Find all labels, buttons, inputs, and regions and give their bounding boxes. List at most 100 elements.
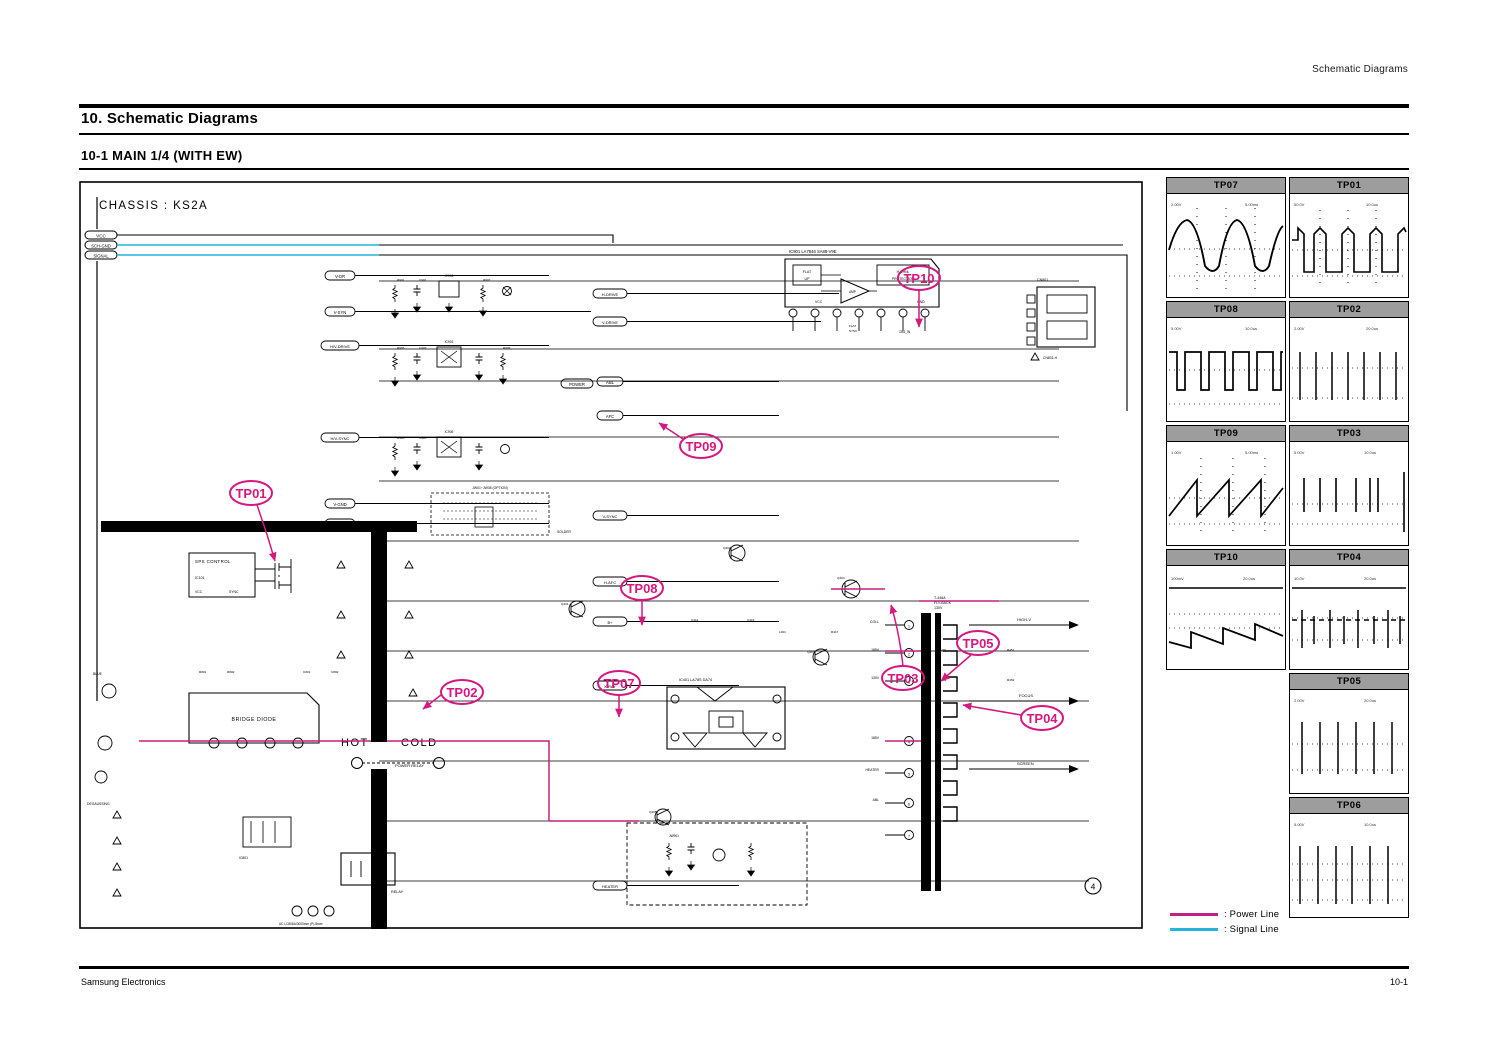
- svg-text:1: 1: [908, 625, 910, 629]
- svg-text:R905: R905: [397, 436, 405, 440]
- svg-text:20.0us: 20.0us: [1366, 326, 1378, 331]
- svg-text:B+: B+: [607, 620, 613, 625]
- svg-text:2: 2: [908, 653, 910, 657]
- svg-text:V-DR: V-DR: [335, 274, 345, 279]
- waveform-title-tp01: TP01: [1289, 177, 1409, 194]
- hot-label: HOT: [341, 737, 369, 749]
- svg-text:4: 4: [1091, 882, 1096, 892]
- svg-text:5.00ms: 5.00ms: [1245, 202, 1258, 207]
- sps-control-block: SPS CONTROL IC101 VCC SYNC 1 2 IC011 ALD…: [188, 552, 292, 598]
- waveform-title-tp07: TP07: [1166, 177, 1286, 194]
- output-label-screen: SCREEN: [1017, 761, 1034, 766]
- waveform-title-tp08: TP08: [1166, 301, 1286, 318]
- svg-text:20.0us: 20.0us: [1364, 698, 1376, 703]
- testpoint-tp04: TP04: [962, 702, 1064, 731]
- power-relay-label: POWER RELAY: [395, 763, 424, 768]
- svg-text:10.0V: 10.0V: [1294, 576, 1305, 581]
- waveform-title-tp04: TP04: [1289, 549, 1409, 566]
- svg-text:IC905: IC905: [445, 430, 454, 434]
- svg-text:10.0us: 10.0us: [1366, 202, 1378, 207]
- svg-text:20.0us: 20.0us: [1364, 576, 1376, 581]
- svg-text:100mV: 100mV: [1171, 576, 1184, 581]
- svg-text:Q401: Q401: [561, 602, 569, 606]
- svg-text:TP03: TP03: [887, 671, 918, 686]
- svg-text:ABL: ABL: [606, 380, 615, 385]
- cold-label: COLD: [401, 737, 438, 749]
- running-head: Schematic Diagrams: [1312, 64, 1408, 75]
- power-line-label: : Power Line: [1224, 909, 1280, 920]
- svg-text:50.0V: 50.0V: [1294, 202, 1305, 207]
- svg-text:R903: R903: [397, 346, 405, 350]
- svg-text:130V: 130V: [934, 606, 943, 610]
- svg-text:5.00V: 5.00V: [1294, 450, 1305, 455]
- svg-text:7: 7: [908, 835, 910, 839]
- bus-label-group: VCC SCH-GND SIGNAL: [84, 197, 1128, 411]
- output-label-high-v: HIGH-V: [1017, 617, 1031, 622]
- svg-text:TP04: TP04: [1026, 711, 1058, 726]
- svg-text:R901: R901: [397, 278, 405, 282]
- svg-text:X-RAY: X-RAY: [604, 684, 616, 689]
- fbt-block: T-448A FLY-BACK 130V 1 2 3 4 5 6 7 COLL …: [865, 596, 1079, 891]
- svg-text:FLAT: FLAT: [803, 270, 812, 274]
- svg-text:C801: C801: [303, 670, 311, 674]
- testpoint-tp07: TP07: [597, 670, 641, 718]
- isolation-barrier: HOT COLD: [101, 521, 438, 929]
- svg-text:SYNC: SYNC: [229, 590, 239, 594]
- header-rule-middle: [79, 133, 1409, 135]
- component-field: [379, 280, 1089, 882]
- svg-text:C901: C901: [419, 278, 427, 282]
- degaussing-block: BLUE DEGAUSSING IC801: [87, 672, 292, 860]
- svg-text:V-SYN: V-SYN: [334, 310, 347, 315]
- svg-text:UP: UP: [805, 277, 811, 281]
- legend-row-power: : Power Line: [1170, 907, 1279, 922]
- svg-text:5.00ms: 5.00ms: [1245, 450, 1258, 455]
- svg-text:COLL: COLL: [870, 620, 879, 624]
- svg-text:130V: 130V: [871, 676, 880, 680]
- net-label-column-mid: H-DRIVE V-DRIVE ABL AFC V-SYNC H-AFC B+ …: [592, 288, 839, 891]
- bus-label-vcc: VCC: [84, 230, 614, 243]
- power-line-highlights: [139, 588, 999, 822]
- svg-text:5.00V: 5.00V: [1171, 326, 1182, 331]
- components: IC904 IC903 IC905: [391, 274, 571, 536]
- svg-text:TP05: TP05: [962, 636, 993, 651]
- svg-text:TP07: TP07: [603, 676, 634, 691]
- central-ic-block: IC401 LA78S DA74: [666, 678, 786, 750]
- footer-page-number: 10-1: [1389, 977, 1408, 987]
- svg-text:TP09: TP09: [685, 439, 716, 454]
- svg-text:H-CHNL: H-CHNL: [897, 270, 910, 274]
- waveform-title-tp06: TP06: [1289, 797, 1409, 814]
- net-label-power: POWER: [560, 378, 594, 389]
- svg-text:PROTECTION: PROTECTION: [892, 277, 915, 281]
- svg-text:GND: GND: [917, 300, 925, 304]
- waveform-cell-tp01: TP01 50.0V 10.0us: [1289, 177, 1409, 298]
- testpoint-tp08: TP08: [620, 575, 664, 626]
- svg-text:FLY-BACK: FLY-BACK: [934, 601, 952, 605]
- svg-text:V-DRIVE: V-DRIVE: [602, 320, 618, 325]
- bridge-diode-block: BRIDGE DIODE: [188, 692, 320, 749]
- header-rule-top: [79, 104, 1409, 108]
- waveform-trace-tp04: 10.0V 20.0us: [1289, 566, 1409, 670]
- svg-text:20.0us: 20.0us: [1243, 576, 1255, 581]
- svg-text:C802: C802: [331, 670, 339, 674]
- svg-text:TP01: TP01: [235, 486, 266, 501]
- svg-text:POWER: POWER: [569, 382, 585, 387]
- waveform-title-tp09: TP09: [1166, 425, 1286, 442]
- svg-text:TP02: TP02: [446, 685, 477, 700]
- svg-text:BLUE: BLUE: [93, 672, 103, 676]
- svg-text:IC801: IC801: [239, 856, 248, 860]
- chassis-label: CHASSIS : KS2A: [99, 200, 208, 212]
